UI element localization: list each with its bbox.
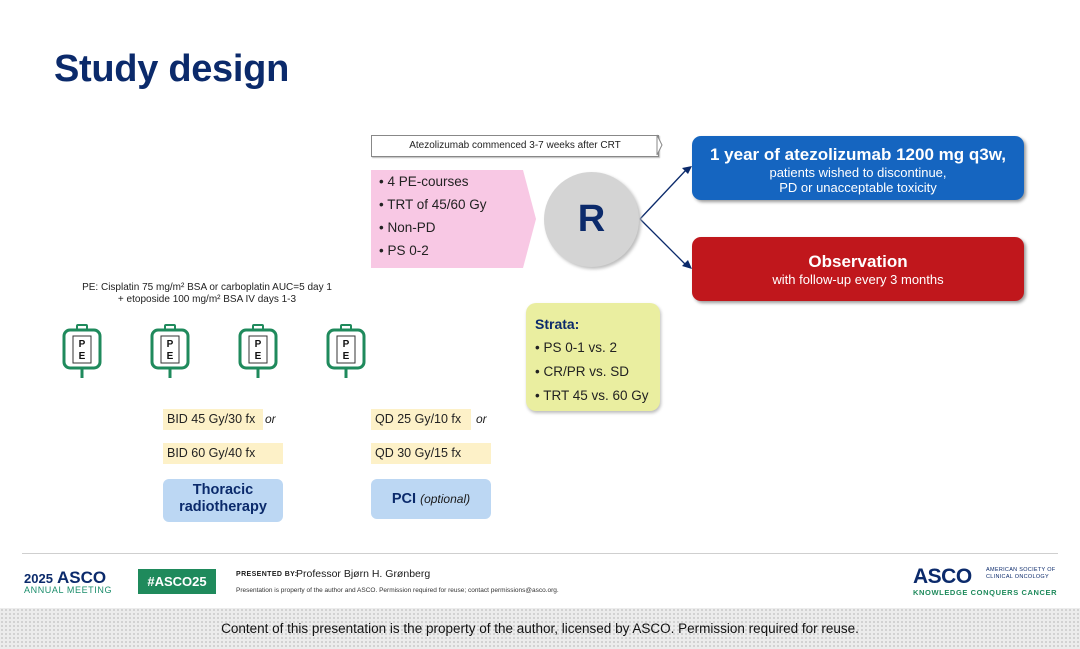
copyright-strip xyxy=(0,608,1080,649)
thoracic-dose-bid-45: BID 45 Gy/30 fx xyxy=(163,409,263,430)
property-note: Presentation is property of the author a… xyxy=(236,587,559,594)
svg-text:E: E xyxy=(255,351,262,362)
atezolizumab-arm-box: 1 year of atezolizumab 1200 mg q3w, pati… xyxy=(692,136,1024,200)
strata-heading: Strata: xyxy=(535,316,580,332)
svg-text:E: E xyxy=(167,351,174,362)
hashtag-badge: #ASCO25 xyxy=(138,569,216,594)
presenter-name: Professor Bjørn H. Grønberg xyxy=(296,568,431,580)
observation-arm-heading: Observation xyxy=(808,252,908,271)
svg-text:P: P xyxy=(167,339,174,350)
criteria-item: • 4 PE-courses xyxy=(379,174,469,189)
meeting-logo: 2025 ASCO xyxy=(24,568,107,587)
footer-divider xyxy=(22,553,1058,554)
iv-bag-icon: P E xyxy=(237,324,279,380)
banner-arrow-tip xyxy=(656,134,663,156)
asco-logo: ASCO xyxy=(913,565,972,588)
asco-tagline: KNOWLEDGE CONQUERS CANCER xyxy=(913,588,1058,597)
pci-or-label: or xyxy=(476,412,487,426)
arrow-to-observation xyxy=(639,218,687,266)
svg-text:P: P xyxy=(79,339,86,350)
slide: Study design Atezolizumab commenced 3-7 … xyxy=(22,48,1058,597)
page-title: Study design xyxy=(54,48,289,90)
observation-arm-line1: with follow-up every 3 months xyxy=(772,272,944,287)
svg-text:E: E xyxy=(343,351,350,362)
strata-item: • TRT 45 vs. 60 Gy xyxy=(535,388,649,403)
arrow-connectors xyxy=(523,134,692,269)
copyright-notice: Content of this presentation is the prop… xyxy=(221,621,859,636)
presented-by-label: PRESENTED BY: xyxy=(236,571,298,578)
meeting-subtitle: ANNUAL MEETING xyxy=(24,585,113,595)
pci-dose-qd-25: QD 25 Gy/10 fx xyxy=(371,409,471,430)
strata-item: • PS 0-1 vs. 2 xyxy=(535,340,618,355)
criteria-arrow-head xyxy=(523,170,536,268)
thoracic-or-label: or xyxy=(265,412,276,426)
iv-bag-icon: P E xyxy=(149,324,191,380)
randomization-circle: R xyxy=(544,172,639,267)
observation-arm-box: Observation with follow-up every 3 month… xyxy=(692,237,1024,301)
pci-label: PCI (optional) xyxy=(371,479,491,519)
svg-text:E: E xyxy=(79,351,86,362)
asco-society-name: AMERICAN SOCIETY OF CLINICAL ONCOLOGY xyxy=(986,567,1056,580)
arrow-head-observation xyxy=(682,260,692,269)
criteria-item: • PS 0-2 xyxy=(379,243,429,258)
strata-box: Strata: • PS 0-1 vs. 2 • CR/PR vs. SD • … xyxy=(526,303,660,411)
strata-item: • CR/PR vs. SD xyxy=(535,364,629,379)
svg-text:P: P xyxy=(255,339,262,350)
iv-bag-icon: P E xyxy=(61,324,103,380)
arrow-to-atezolizumab xyxy=(639,169,687,220)
eligibility-criteria-box: • 4 PE-courses • TRT of 45/60 Gy • Non-P… xyxy=(371,170,523,268)
criteria-item: • TRT of 45/60 Gy xyxy=(379,197,487,212)
criteria-item: • Non-PD xyxy=(379,220,436,235)
atezolizumab-arm-line2: PD or unacceptable toxicity xyxy=(779,180,937,195)
atezolizumab-arm-heading: 1 year of atezolizumab 1200 mg q3w, xyxy=(709,145,1007,164)
thoracic-dose-bid-60: BID 60 Gy/40 fx xyxy=(163,443,283,464)
pe-regimen-note: PE: Cisplatin 75 mg/m² BSA or carboplati… xyxy=(82,282,332,305)
svg-text:P: P xyxy=(343,339,350,350)
pci-dose-qd-30: QD 30 Gy/15 fx xyxy=(371,443,491,464)
thoracic-radiotherapy-label: Thoracic radiotherapy xyxy=(163,479,283,522)
iv-bag-icon: P E xyxy=(325,324,367,380)
atezolizumab-arm-line1: patients wished to discontinue, xyxy=(769,165,947,180)
arrow-head-atezolizumab xyxy=(682,166,692,174)
